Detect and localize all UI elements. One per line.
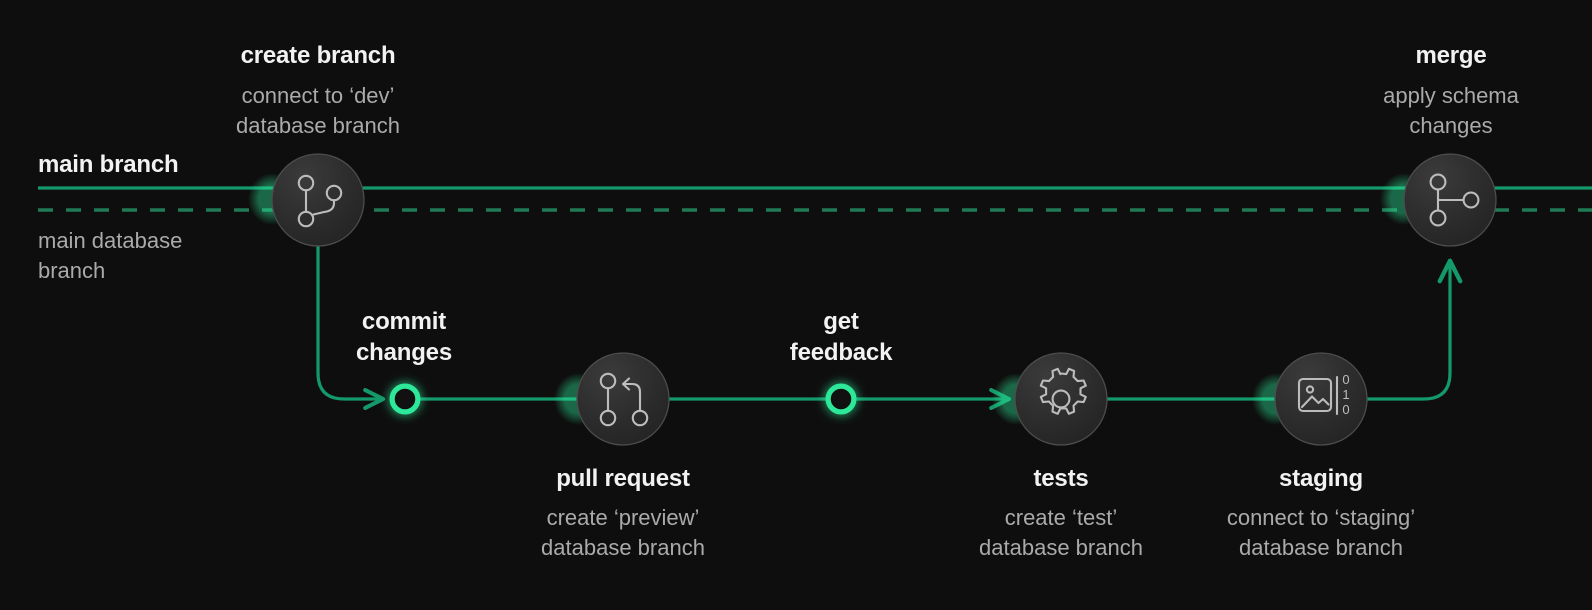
label-get-feedback-2: feedback <box>789 339 893 366</box>
binary-digits: 0 1 0 <box>1342 372 1349 417</box>
label-commit-changes-2: changes <box>356 339 452 366</box>
label-staging-sub-2: database branch <box>1239 535 1403 560</box>
node-create-branch[interactable] <box>271 153 365 247</box>
label-create-branch-sub-1: connect to ‘dev’ <box>241 83 395 108</box>
binary-digit-0: 0 <box>1342 372 1349 387</box>
node-commit-changes[interactable] <box>389 383 421 415</box>
label-merge-title: merge <box>1415 42 1487 69</box>
git-branch-icon <box>297 174 343 228</box>
node-glows <box>248 173 1428 425</box>
label-merge-sub-1: apply schema <box>1383 83 1519 108</box>
label-get-feedback-1: get <box>823 308 859 335</box>
node-staging[interactable]: 0 1 0 <box>1274 352 1368 446</box>
git-pull-request-icon <box>599 372 649 427</box>
label-main-branch: main branch <box>38 151 179 178</box>
label-create-branch-title: create branch <box>240 42 396 69</box>
label-pull-request-title: pull request <box>556 465 690 492</box>
label-main-database-branch-1: main database <box>38 228 183 253</box>
git-merge-icon <box>1429 173 1480 227</box>
label-main-database-branch-2: branch <box>38 258 106 283</box>
label-pull-request-sub-2: database branch <box>541 535 705 560</box>
image-binary-icon <box>1297 375 1339 416</box>
gear-icon <box>1039 367 1087 415</box>
label-pull-request-sub-1: create ‘preview’ <box>546 505 700 530</box>
node-tests[interactable] <box>1014 352 1108 446</box>
node-pull-request[interactable] <box>576 352 670 446</box>
label-staging-sub-1: connect to ‘staging’ <box>1226 505 1416 530</box>
node-merge[interactable] <box>1403 153 1497 247</box>
label-staging-title: staging <box>1279 465 1363 492</box>
node-get-feedback[interactable] <box>825 383 857 415</box>
label-create-branch-sub-2: database branch <box>236 113 400 138</box>
label-tests-sub-2: database branch <box>979 535 1143 560</box>
binary-digit-2: 0 <box>1342 402 1349 417</box>
label-tests-sub-1: create ‘test’ <box>1004 505 1118 530</box>
label-tests-title: tests <box>1033 465 1089 492</box>
label-merge-sub-2: changes <box>1409 113 1493 138</box>
label-commit-changes-1: commit <box>361 308 447 335</box>
binary-digit-1: 1 <box>1342 387 1349 402</box>
connector-staging-to-merge <box>1365 258 1463 401</box>
